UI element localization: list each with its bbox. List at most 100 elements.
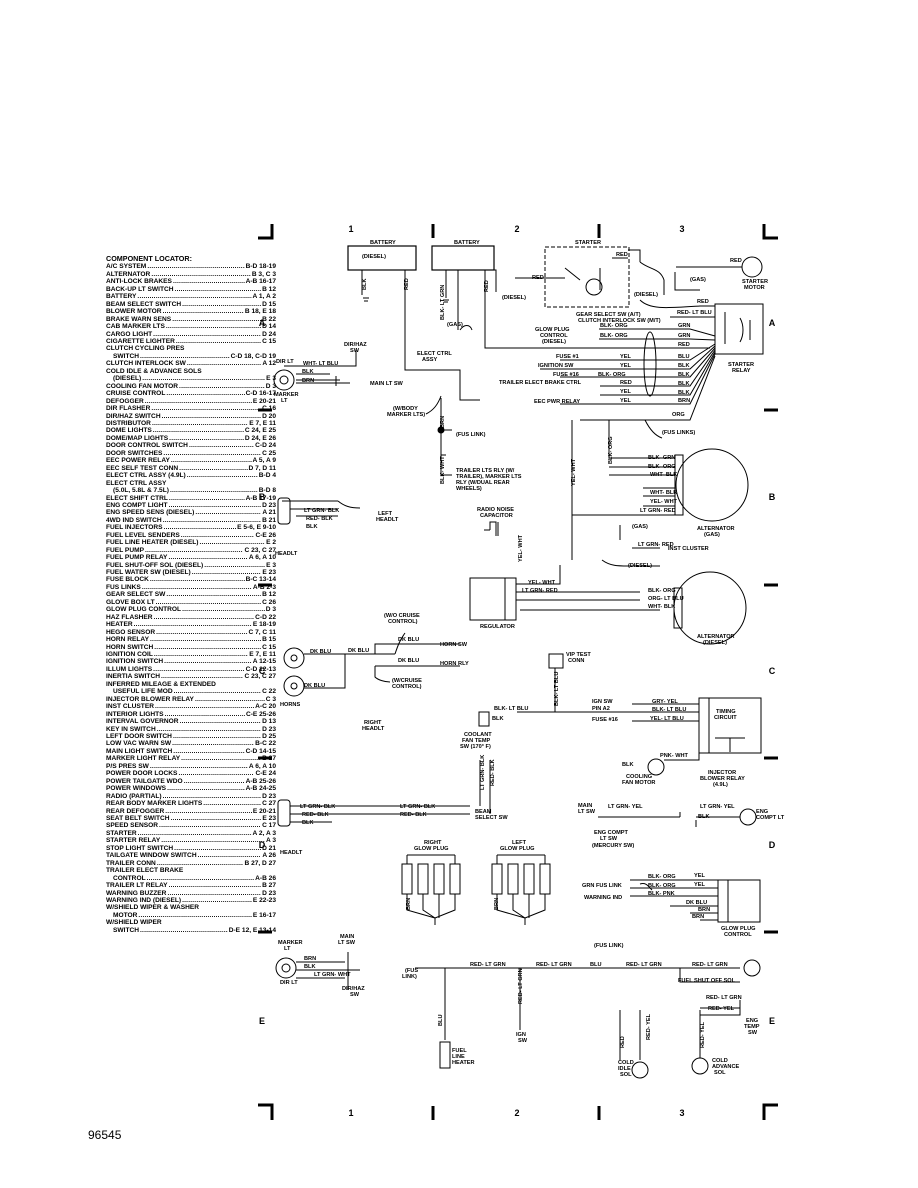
locator-item-name: STARTER bbox=[106, 829, 137, 837]
locator-item-name: BATTERY bbox=[106, 293, 137, 301]
locator-item-name: GLOVE BOX LT bbox=[106, 598, 155, 606]
locator-item-name: DOOR CONTROL SWITCH bbox=[106, 442, 188, 450]
diagram-label: (FUS bbox=[405, 968, 418, 974]
locator-item-name: KEY IN SWITCH bbox=[106, 725, 156, 733]
diagram-label: GLOW PLUG bbox=[500, 846, 535, 852]
locator-item-name: RADIO (PARTIAL) bbox=[106, 792, 162, 800]
locator-row: BEAM SELECT SWITCHD 15 bbox=[106, 301, 276, 308]
locator-item-ref: E 20-21 bbox=[252, 397, 276, 405]
locator-item-ref: D 24 bbox=[262, 330, 276, 338]
locator-item-name: STARTER RELAY bbox=[106, 837, 161, 845]
locator-row: FUEL PUMPC 23, C 27 bbox=[106, 547, 276, 554]
locator-item-ref: C-E 25-26 bbox=[245, 710, 276, 718]
locator-row: ALTERNATORB 3, C 3 bbox=[106, 271, 276, 278]
locator-row: SWITCHD-E 12, E 13-14 bbox=[106, 927, 276, 934]
diagram-label: DIR LT bbox=[280, 980, 298, 986]
locator-item-name: COLD IDLE & ADVANCE SOLS bbox=[106, 367, 202, 375]
locator-item-name: ANTI-LOCK BRAKES bbox=[106, 278, 172, 286]
grid-row-left: C bbox=[259, 666, 266, 676]
diagram-label: BLK- ORG bbox=[648, 588, 676, 594]
locator-item-ref: A-B 2-3 bbox=[252, 583, 276, 591]
locator-row: POWER DOOR LOCKSC-E 24 bbox=[106, 770, 276, 777]
locator-item-name: BRAKE WARN SENS bbox=[106, 315, 172, 323]
locator-item-ref: A 5, A 9 bbox=[252, 457, 276, 465]
locator-row: DOOR SWITCHESC 25 bbox=[106, 450, 276, 457]
locator-item-ref: E 18-19 bbox=[252, 621, 276, 629]
locator-item-name: BEAM SELECT SWITCH bbox=[106, 300, 182, 308]
diagram-label: SW bbox=[748, 1030, 758, 1036]
diagram-label: RED bbox=[484, 280, 490, 292]
locator-item-ref: C-D 22 bbox=[255, 613, 276, 621]
locator-item-name: W/SHIELD WIPER bbox=[106, 919, 162, 927]
diagram-label: BLK bbox=[678, 390, 690, 396]
locator-item-ref: D 25 bbox=[262, 733, 276, 740]
locator-item-ref: B-C 22 bbox=[255, 740, 276, 748]
diagram-label: RADIO NOISE bbox=[477, 507, 514, 513]
diagram-label: IDLE bbox=[618, 1066, 631, 1072]
diagram-label: LT GRN- BLK bbox=[300, 804, 335, 810]
locator-item-name: MARKER LIGHT RELAY bbox=[106, 755, 181, 763]
diagram-label: HORNS bbox=[280, 702, 300, 708]
locator-row: P/S PRES SWA 6, A 10 bbox=[106, 763, 276, 770]
locator-row: INTERIOR LIGHTSC-E 25-26 bbox=[106, 711, 276, 718]
locator-row: STARTERA 2, A 3 bbox=[106, 830, 276, 837]
diagram-label: FAN TEMP bbox=[462, 738, 491, 744]
locator-row: (5.0L, 5.8L & 7.5L)B-D 8 bbox=[106, 487, 276, 494]
locator-row: FUEL WATER SW (DIESEL)E 23 bbox=[106, 569, 276, 576]
diagram-label: INJECTOR bbox=[708, 770, 736, 776]
diagram-label: DK BLU bbox=[304, 683, 325, 689]
locator-item-ref: B 18, E 18 bbox=[244, 308, 276, 316]
locator-row: SEAT BELT SWITCHE 23 bbox=[106, 815, 276, 822]
locator-item-name: DIR/HAZ SWITCH bbox=[106, 412, 161, 420]
locator-item-name: POWER TAILGATE WDO bbox=[106, 777, 183, 785]
diagram-label: RED- BLK bbox=[306, 516, 333, 522]
locator-row: TRAILER LT RELAYB 27 bbox=[106, 882, 276, 889]
locator-row: BACK-UP LT SWITCHB 12 bbox=[106, 286, 276, 293]
diagram-label: MARKER bbox=[278, 940, 303, 946]
diagram-label: SELECT SW bbox=[475, 815, 508, 821]
locator-item-ref: A-B 24-25 bbox=[245, 785, 276, 793]
diagram-label: LT GRN- WHT bbox=[314, 972, 351, 978]
locator-item-ref: C-D 16-17 bbox=[245, 390, 276, 398]
diagram-label: LT SW bbox=[600, 836, 618, 842]
locator-row: USEFUL LIFE MODC 22 bbox=[106, 688, 276, 695]
locator-item-name: INERTIA SWITCH bbox=[106, 673, 160, 681]
locator-row: CLUTCH INTERLOCK SWA 12 bbox=[106, 360, 276, 367]
locator-item-name: SEAT BELT SWITCH bbox=[106, 814, 170, 822]
diagram-label: BLK- ORG bbox=[598, 372, 626, 378]
diagram-label: RED- YEL bbox=[646, 1013, 652, 1040]
locator-item-name: HEATER bbox=[106, 621, 133, 629]
locator-item-ref: C 24, E 25 bbox=[244, 427, 276, 435]
diagram-label: LINE bbox=[452, 1054, 465, 1060]
diagram-label: DK BLU bbox=[348, 648, 369, 654]
locator-item-name: MAIN LIGHT SWITCH bbox=[106, 747, 173, 755]
diagram-label: RED- LT GRN bbox=[518, 968, 524, 1004]
diagram-label: STARTER bbox=[728, 362, 754, 368]
diagram-label: BLK- GRN bbox=[648, 455, 675, 461]
locator-item-ref: E 7, E 11 bbox=[249, 651, 276, 659]
diagram-label: WHT- BLK bbox=[648, 604, 675, 610]
diagram-label: IGNITION SW bbox=[538, 363, 574, 369]
locator-item-ref: E 20-21 bbox=[252, 807, 276, 815]
grid-row-right: B bbox=[769, 492, 776, 502]
diagram-label: SOL bbox=[714, 1070, 726, 1076]
locator-item-name: FUS LINKS bbox=[106, 583, 141, 591]
diagram-label: (W/CRUISE bbox=[392, 678, 422, 684]
locator-row: ILLUM LIGHTSC-D 12-13 bbox=[106, 666, 276, 673]
locator-item-name: 4WD IND SWITCH bbox=[106, 516, 162, 524]
locator-item-name: LOW VAC WARN SW bbox=[106, 740, 172, 748]
starter-relay bbox=[714, 303, 764, 355]
locator-item-ref: D 23 bbox=[262, 501, 276, 509]
diagram-label: BLK- ORG bbox=[648, 883, 676, 889]
diagram-label: RED bbox=[697, 299, 709, 305]
diagram-label: HEADLT bbox=[275, 551, 298, 557]
locator-item-name: CIGARETTE LIGHTER bbox=[106, 337, 175, 345]
locator-title: COMPONENT LOCATOR: bbox=[106, 254, 192, 263]
locator-item-ref: D 3 bbox=[265, 382, 276, 390]
diagram-label: SW (170° F) bbox=[460, 744, 491, 750]
diagram-label: YEL- WHT bbox=[518, 534, 524, 562]
locator-item-ref: D 23 bbox=[262, 792, 276, 800]
diagram-label: YEL bbox=[620, 354, 631, 360]
locator-item-name: ELECT CTRL ASSY (4.9L) bbox=[106, 472, 186, 480]
